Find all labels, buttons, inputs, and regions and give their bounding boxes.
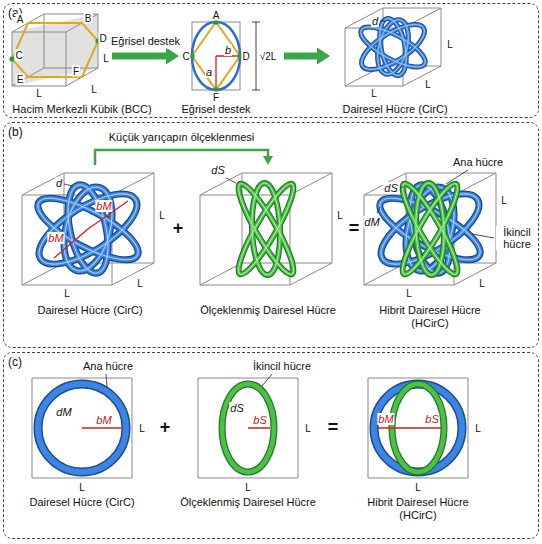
ring-tube: [231, 179, 300, 279]
dimension-label: L: [35, 88, 43, 99]
point-label: C: [14, 50, 23, 61]
figure-caption: Ölçeklenmiş Dairesel Hücre: [180, 496, 316, 509]
figure-caption: Dairesel Hücre (CirC): [342, 103, 447, 116]
figure-caption: Hibrit Dairesel Hücre (HCirC): [353, 496, 483, 522]
point-label: B: [84, 13, 93, 24]
symbol-label: d: [55, 177, 63, 189]
point-label: F: [72, 66, 80, 77]
cube-frame: [345, 8, 441, 86]
point-label: D: [98, 33, 107, 44]
dimension-label: L: [90, 84, 98, 95]
arrow-label: Küçük yarıçapın ölçeklenmesi: [107, 131, 257, 144]
dimension-label: L: [78, 482, 86, 493]
callout-label: İkincil hücre: [252, 360, 312, 372]
radius-label: bM: [95, 414, 112, 426]
symbol-label: dM: [55, 406, 72, 418]
operator-sign: =: [347, 219, 362, 239]
ring-tube: [395, 179, 464, 279]
radius-label: bS: [252, 414, 267, 426]
dimension-label: L: [370, 88, 378, 99]
bcc-strut-outline: [12, 23, 98, 77]
figure-caption: Hacim Merkezli Kübik (BCC): [12, 103, 151, 116]
figure-caption: Dairesel Hücre (CirC): [29, 496, 134, 509]
dimension-label: L: [102, 53, 110, 64]
ring-highlight: [231, 179, 300, 279]
diagonal-plane: [12, 14, 98, 86]
dimension-label: L: [424, 79, 432, 90]
symbol-label: dS: [383, 182, 398, 194]
point-label: D: [241, 51, 250, 62]
point-label: A: [16, 14, 25, 25]
cube-frame: [200, 173, 332, 285]
symbol-label: dM: [363, 216, 380, 228]
process-arrow: [284, 53, 317, 60]
figure-cell: Ölçeklenmiş Dairesel Hücre: [196, 165, 346, 298]
callout-label: İkincil hücre: [496, 226, 538, 250]
ring-tube: [371, 181, 489, 278]
radius-label: bM: [377, 413, 394, 425]
arrow-label: Eğrisel destek: [109, 35, 182, 48]
dimension-label: L: [138, 423, 146, 434]
scaling-bracket: [95, 150, 268, 165]
dimension-label: L: [414, 482, 422, 493]
figure-cell: Dairesel Hücre (CirC): [330, 4, 460, 98]
dimension-label: L: [158, 210, 166, 221]
callout-label: Ana hücre: [452, 156, 504, 168]
figure-cell: Hibrit Dairesel Hücre (HCirC): [364, 375, 484, 480]
ring-tube: [371, 181, 489, 278]
operator-sign: =: [326, 418, 341, 438]
radius-label: bS: [424, 413, 439, 425]
dimension-label: L: [336, 210, 344, 221]
dimension-label: L: [446, 39, 454, 50]
ring-tube: [355, 16, 431, 78]
ring-highlight: [395, 179, 464, 279]
radius-label: bM: [95, 200, 112, 212]
symbol-label: a: [205, 66, 213, 78]
point-label: C: [181, 51, 190, 62]
operator-sign: +: [158, 418, 173, 438]
figure-caption: Dairesel Hücre (CirC): [37, 304, 142, 317]
ring-highlight: [355, 16, 431, 78]
symbol-label: dS: [229, 402, 244, 414]
figure-cell: Dairesel Hücre (CirC): [16, 165, 170, 298]
figure-cell: Dairesel Hücre (CirC): [28, 375, 146, 480]
cube-frame: [364, 173, 496, 285]
symbol-label: b: [224, 44, 232, 56]
dimension-label: L: [304, 423, 312, 434]
dimension-label: √2L: [259, 51, 278, 62]
dimension-label: L: [63, 288, 71, 299]
panel-tag: (c): [8, 356, 22, 370]
ring-tube: [231, 179, 300, 279]
leader-line: [64, 21, 494, 387]
dimension-label: L: [474, 423, 482, 434]
symbol-label: d: [371, 15, 379, 27]
dimension-label: L: [244, 482, 252, 493]
point-label: A: [212, 10, 221, 21]
cube-frame: [12, 14, 98, 86]
panel-tag: (b): [8, 126, 23, 140]
point-label: F: [212, 92, 220, 103]
figure-caption: Ölçeklenmiş Dairesel Hücre: [200, 304, 336, 317]
dimension-label: L: [500, 195, 508, 206]
figure-caption: Eğrisel destek: [181, 103, 250, 116]
operator-sign: +: [171, 219, 186, 239]
process-arrow: [112, 53, 166, 60]
callout-label: Ana hücre: [82, 360, 134, 372]
dimension-label: L: [136, 278, 144, 289]
figure-caption: Hibrit Dairesel Hücre (HCirC): [365, 304, 495, 330]
ring-tube: [355, 16, 431, 78]
point-label: E: [16, 74, 25, 85]
figure-cell: Ölçeklenmiş Dairesel Hücre: [194, 375, 314, 480]
dimension-label: L: [478, 278, 486, 289]
dimension-label: L: [405, 288, 413, 299]
ring-tube: [395, 179, 464, 279]
radius-label: bM: [47, 232, 64, 244]
symbol-label: dS: [210, 164, 225, 176]
ring-highlight: [371, 181, 489, 278]
panel-frame: (c) Dairesel Hücre (CirC) Ölçeklenmiş Dair…: [3, 352, 539, 539]
